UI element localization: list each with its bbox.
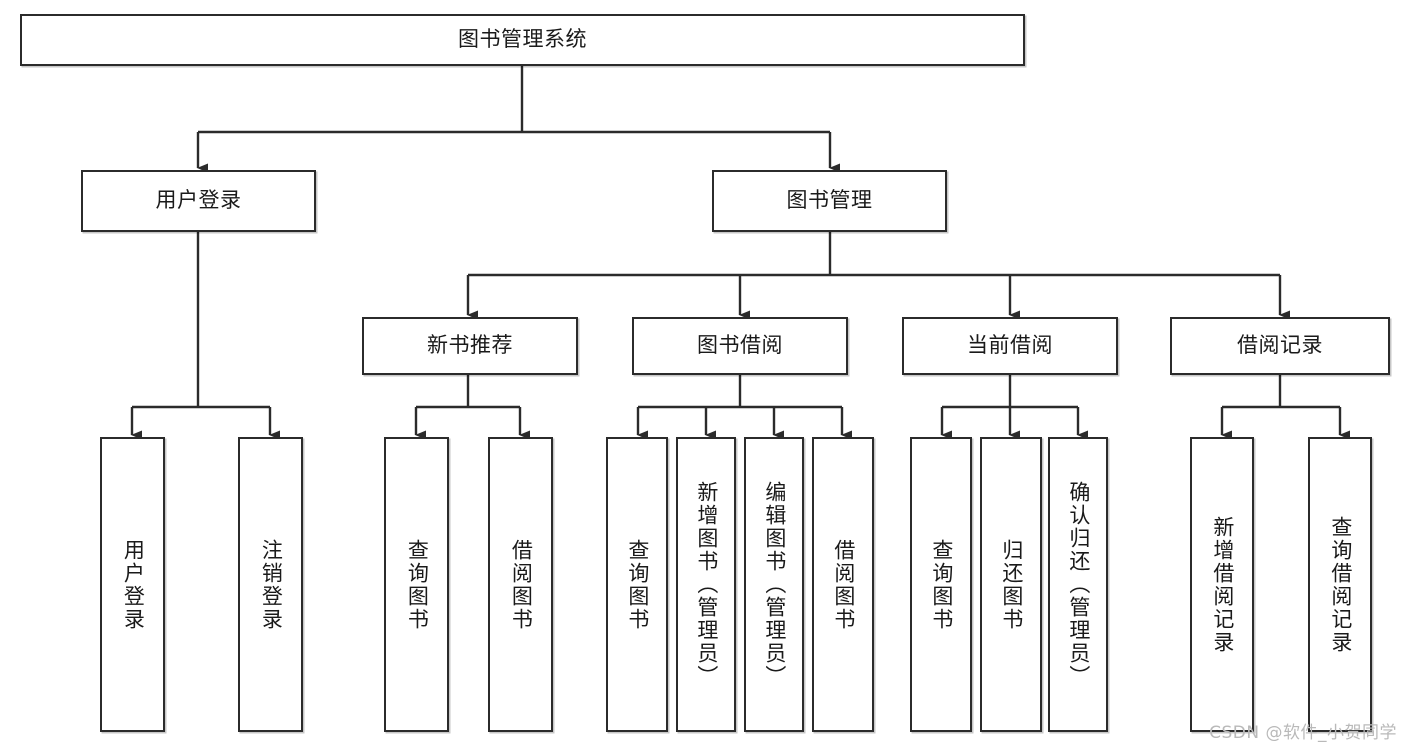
node-leaf-add-book[interactable]: 新增图书（管理员） <box>676 437 736 732</box>
node-leaf-user-logout[interactable]: 注销登录 <box>238 437 303 732</box>
node-leaf-return-book-label: 归还图书 <box>999 538 1024 631</box>
node-user-login[interactable]: 用户登录 <box>81 170 316 232</box>
node-new-book-recommend-label: 新书推荐 <box>427 333 513 358</box>
node-borrow-record[interactable]: 借阅记录 <box>1170 317 1390 375</box>
node-borrow-record-label: 借阅记录 <box>1237 333 1323 358</box>
node-leaf-return-book[interactable]: 归还图书 <box>980 437 1042 732</box>
node-leaf-edit-book[interactable]: 编辑图书（管理员） <box>744 437 804 732</box>
node-current-borrow[interactable]: 当前借阅 <box>902 317 1118 375</box>
node-leaf-add-record[interactable]: 新增借阅记录 <box>1190 437 1254 732</box>
node-leaf-user-login-label: 用户登录 <box>121 538 146 631</box>
node-user-login-label: 用户登录 <box>155 188 242 213</box>
node-leaf-query-book-3[interactable]: 查询图书 <box>910 437 972 732</box>
node-leaf-borrow-book-1[interactable]: 借阅图书 <box>488 437 553 732</box>
node-book-borrow-label: 图书借阅 <box>697 333 783 358</box>
node-leaf-query-book-2[interactable]: 查询图书 <box>606 437 668 732</box>
node-root[interactable]: 图书管理系统 <box>20 14 1025 66</box>
node-leaf-borrow-book-2[interactable]: 借阅图书 <box>812 437 874 732</box>
node-book-manage-label: 图书管理 <box>786 188 873 213</box>
node-leaf-user-login[interactable]: 用户登录 <box>100 437 165 732</box>
node-leaf-query-book-1-label: 查询图书 <box>405 538 430 631</box>
node-leaf-add-book-label: 新增图书（管理员） <box>694 481 719 688</box>
node-leaf-query-book-2-label: 查询图书 <box>625 538 650 631</box>
node-root-label: 图书管理系统 <box>458 27 587 52</box>
node-leaf-confirm-return-label: 确认归还（管理员） <box>1066 481 1091 688</box>
node-book-borrow[interactable]: 图书借阅 <box>632 317 848 375</box>
node-new-book-recommend[interactable]: 新书推荐 <box>362 317 578 375</box>
node-leaf-edit-book-label: 编辑图书（管理员） <box>762 481 787 688</box>
node-leaf-user-logout-label: 注销登录 <box>259 538 284 631</box>
node-leaf-confirm-return[interactable]: 确认归还（管理员） <box>1048 437 1108 732</box>
node-leaf-borrow-book-1-label: 借阅图书 <box>509 538 534 631</box>
node-book-manage[interactable]: 图书管理 <box>712 170 947 232</box>
node-current-borrow-label: 当前借阅 <box>967 333 1053 358</box>
node-leaf-query-book-3-label: 查询图书 <box>929 538 954 631</box>
node-leaf-query-book-1[interactable]: 查询图书 <box>384 437 449 732</box>
node-leaf-query-record[interactable]: 查询借阅记录 <box>1308 437 1372 732</box>
csdn-watermark: CSDN @软件_小贺同学 <box>1209 723 1397 743</box>
node-leaf-add-record-label: 新增借阅记录 <box>1210 515 1235 654</box>
node-leaf-borrow-book-2-label: 借阅图书 <box>831 538 856 631</box>
node-leaf-query-record-label: 查询借阅记录 <box>1328 515 1353 654</box>
